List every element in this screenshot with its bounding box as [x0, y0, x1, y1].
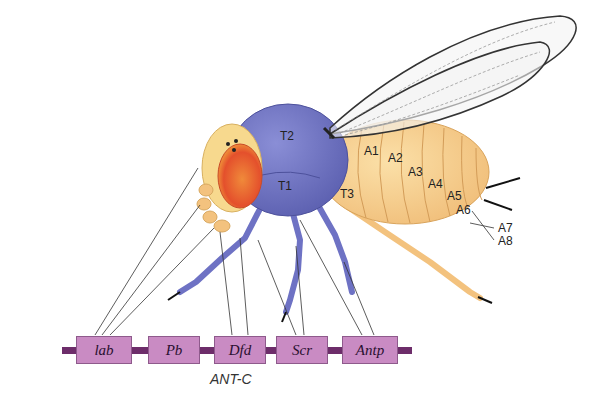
- segment-label: A4: [428, 178, 443, 190]
- segment-label: A3: [408, 166, 423, 178]
- tail-spine: [486, 178, 520, 188]
- ocellus: [232, 148, 236, 152]
- gene-box: lab: [76, 336, 132, 364]
- segment-label: A5: [447, 190, 462, 202]
- gene-name: Pb: [166, 343, 183, 358]
- gene-name: lab: [94, 343, 113, 358]
- leg-claw: [282, 312, 286, 322]
- gene-box: Pb: [148, 336, 200, 364]
- wing-base: [324, 128, 334, 138]
- gene-name: Dfd: [229, 343, 252, 358]
- segment-label: T3: [340, 188, 354, 200]
- segment-label: A8: [498, 235, 513, 247]
- head: [202, 124, 262, 212]
- segment-label: T1: [278, 180, 292, 192]
- gene-box: Scr: [276, 336, 328, 364]
- tail-spine: [484, 200, 512, 210]
- mid-leg: [286, 210, 300, 312]
- leader-lines: [95, 168, 494, 335]
- compound-eye: [218, 144, 262, 208]
- ocellus: [226, 142, 230, 146]
- thorax-suture: [262, 172, 320, 178]
- gene-complex-name: ANT-C: [210, 372, 252, 386]
- front-leg: [180, 205, 262, 292]
- segment-label: A7: [498, 222, 513, 234]
- gene-name: Antp: [356, 343, 384, 358]
- segment-label: T2: [280, 130, 294, 142]
- mouthparts: [197, 184, 230, 232]
- gene-box: Dfd: [214, 336, 266, 364]
- segment-lines: [358, 122, 482, 223]
- segment-label: A1: [364, 145, 379, 157]
- wing: [330, 42, 549, 138]
- gene-box: Antp: [342, 336, 398, 364]
- wing-veins: [335, 22, 555, 135]
- mid-leg: [318, 205, 352, 292]
- ocellus: [234, 139, 238, 143]
- segment-label: A2: [388, 152, 403, 164]
- gene-name: Scr: [292, 343, 312, 358]
- leg-claw: [168, 292, 180, 300]
- segment-label: A6: [456, 204, 471, 216]
- leg-claw: [478, 297, 492, 303]
